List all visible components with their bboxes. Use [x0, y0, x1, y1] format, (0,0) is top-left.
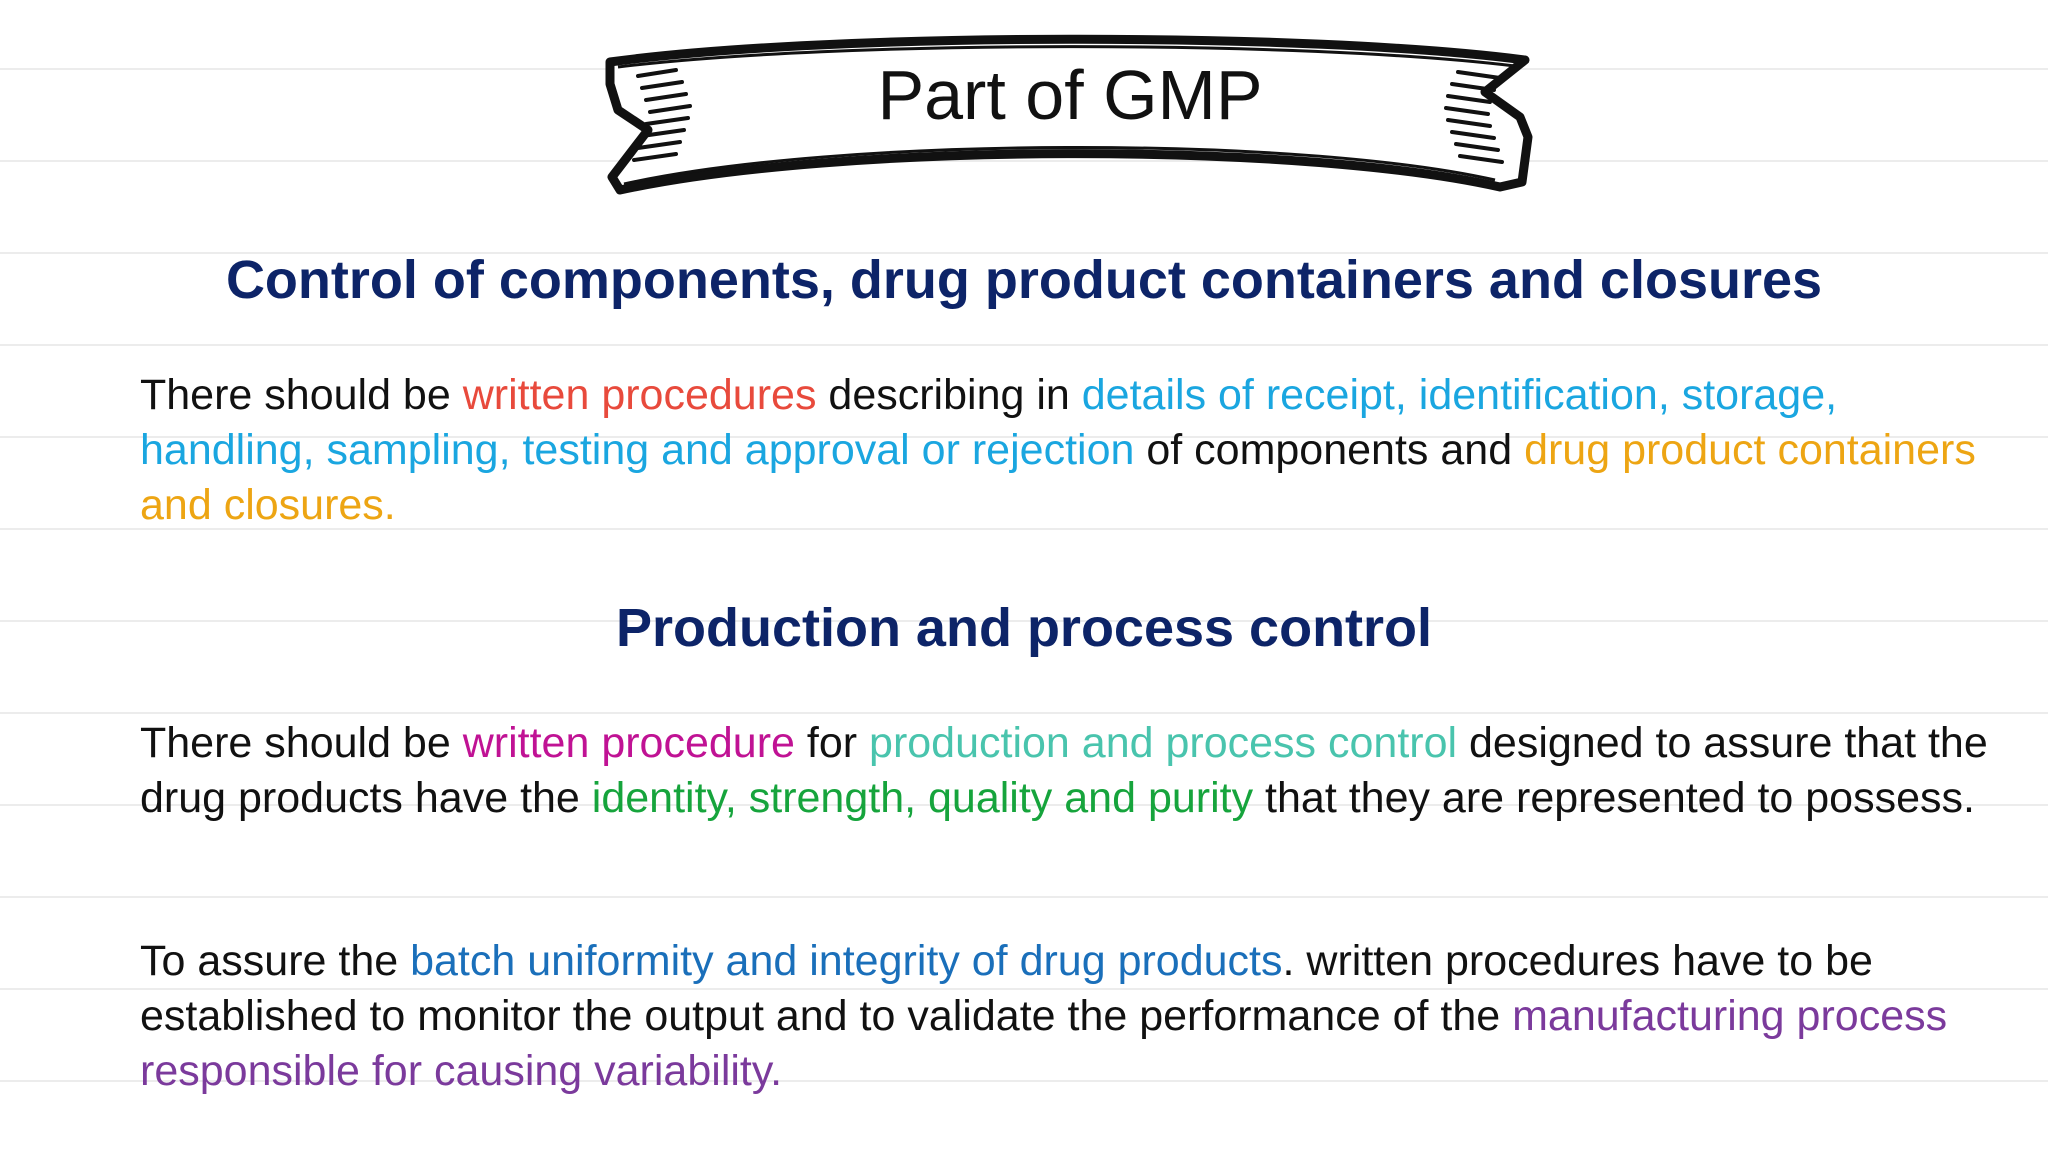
text-run: To assure the [140, 937, 411, 985]
ruled-line [0, 1080, 2048, 1082]
ruled-line [0, 712, 2048, 714]
highlight-identity-strength: identity, strength, quality and purity [591, 774, 1254, 822]
ruled-line [0, 528, 2048, 530]
highlight-manufacturing-process: manufacturing process responsible for ca… [140, 992, 1948, 1095]
text-run: There should be [140, 719, 463, 767]
highlight-production-control: production and process control [869, 719, 1458, 767]
text-run: . written procedures have to be establis… [140, 937, 1873, 1040]
ruled-line [0, 436, 2048, 438]
section-heading-components: Control of components, drug product cont… [225, 250, 1823, 310]
paragraph-components: There should be written procedures descr… [140, 368, 2020, 533]
paragraph-production: There should be written procedure for pr… [140, 716, 2020, 826]
ruled-line [0, 160, 2048, 162]
highlight-written-procedures: written procedures [462, 371, 817, 419]
ruled-line [0, 988, 2048, 990]
title-banner: Part of GMP [580, 12, 1560, 212]
text-run: for [794, 719, 870, 767]
text-run: designed to assure that the drug product… [140, 719, 1988, 822]
highlight-containers-closures: drug product containers and closures. [140, 426, 1976, 529]
text-run: describing in [816, 371, 1082, 419]
ruled-line [0, 620, 2048, 622]
ruled-line [0, 804, 2048, 806]
ruled-line [0, 252, 2048, 254]
section-heading-production: Production and process control [615, 598, 1433, 658]
text-run: of components and [1134, 426, 1525, 474]
highlight-receipt-details: details of receipt, identification, stor… [140, 371, 1838, 474]
ruled-line [0, 896, 2048, 898]
ribbon-graphic [605, 34, 1533, 195]
highlight-batch-uniformity: batch uniformity and integrity of drug p… [410, 937, 1283, 985]
page-title: Part of GMP [877, 56, 1263, 134]
paragraph-batch-uniformity: To assure the batch uniformity and integ… [140, 934, 2020, 1099]
ruled-line [0, 344, 2048, 346]
text-run: There should be [140, 371, 463, 419]
text-run: that they are represented to possess. [1253, 774, 1975, 822]
highlight-written-procedure: written procedure [462, 719, 795, 767]
